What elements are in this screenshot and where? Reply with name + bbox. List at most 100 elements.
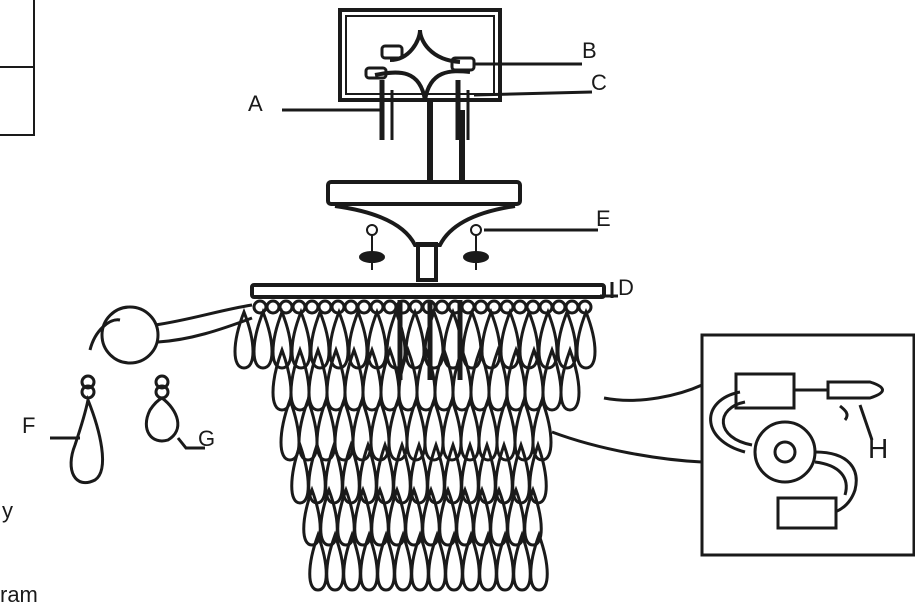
callout-H: H (868, 433, 888, 464)
crystal-drop (427, 530, 447, 592)
crystal-drop (487, 345, 509, 412)
callout-C: C (591, 70, 607, 95)
crystal-drop (451, 345, 473, 412)
crystal-drop (575, 307, 597, 370)
crystal-drop (529, 530, 549, 592)
crystal-bead (551, 299, 567, 315)
crystal-drop (319, 485, 339, 547)
crystal-drop (537, 307, 559, 370)
crystal-drop (472, 485, 492, 547)
crystal-drop (297, 395, 319, 462)
crystal-drop (342, 530, 362, 592)
crystal-drop (393, 530, 413, 592)
crystal-drop (302, 485, 322, 547)
crystal-drop (343, 345, 365, 412)
crystal-drop (441, 395, 463, 462)
crystal-drop (325, 345, 347, 412)
crystal-drop (315, 395, 337, 462)
crystal-drop (353, 485, 373, 547)
crystal-drop (387, 485, 407, 547)
crystal-drop (512, 530, 532, 592)
crystal-drop (290, 307, 312, 370)
crystal-hook-detail (50, 303, 253, 484)
cropped-text-fragment-y: y (2, 498, 13, 523)
crystal-drop (461, 530, 481, 592)
canopy-plate (326, 180, 522, 282)
crystal-drop (271, 345, 293, 412)
crystal-drop (410, 530, 430, 592)
cropped-text-fragment-ram: ram (0, 582, 38, 607)
crystal-bead (343, 299, 359, 315)
crystal-drop (433, 345, 455, 412)
crystal-drop (307, 345, 329, 412)
crystal-drop (366, 307, 388, 370)
crystal-drop (290, 440, 310, 505)
crystal-drop (541, 345, 563, 412)
crystal-drop (506, 485, 526, 547)
crystal-drop (518, 307, 540, 370)
crystal-drop (359, 530, 379, 592)
crystal-drop (469, 345, 491, 412)
crystal-drop (309, 307, 331, 370)
callout-B: B (582, 38, 597, 63)
crystal-drop (328, 307, 350, 370)
crystal-drop (444, 530, 464, 592)
bulb-socket-detail (551, 333, 915, 557)
callout-D: D (618, 275, 634, 300)
crystal-drops (233, 299, 597, 592)
crystal-bead (356, 299, 372, 315)
partial-table-frame (0, 0, 35, 136)
crystal-drop (271, 307, 293, 370)
callout-G: G (198, 426, 215, 451)
crystal-drop (415, 345, 437, 412)
crystal-drop (489, 485, 509, 547)
crystal-drop (379, 345, 401, 412)
crystal-drop (559, 345, 581, 412)
crystal-drop (495, 395, 517, 462)
crystal-drop (455, 485, 475, 547)
crystal-drop (477, 395, 499, 462)
ceiling-mount-bracket (338, 8, 502, 180)
crystal-bead (434, 299, 450, 315)
crystal-drop (556, 307, 578, 370)
crystal-drop (523, 485, 543, 547)
crystal-drop (336, 485, 356, 547)
crystal-drop (459, 395, 481, 462)
callout-F: F (22, 413, 35, 438)
crystal-drop (523, 345, 545, 412)
crystal-body (233, 283, 606, 592)
crystal-bead (473, 299, 489, 315)
crystal-drop (495, 530, 515, 592)
crystal-drop (279, 395, 301, 462)
crystal-drop (499, 307, 521, 370)
crystal-drop (233, 307, 255, 370)
crystal-drop (421, 485, 441, 547)
crystal-drop (361, 345, 383, 412)
crystal-bead (304, 299, 320, 315)
crystal-drop (333, 395, 355, 462)
crystal-drop (404, 485, 424, 547)
callout-leaders (282, 62, 618, 298)
crystal-drop (423, 395, 445, 462)
mounting-screws (359, 224, 489, 270)
crystal-bead (512, 299, 528, 315)
crystal-drop (289, 345, 311, 412)
crystal-bead (538, 299, 554, 315)
crystal-bead (265, 299, 281, 315)
crystal-drop (505, 345, 527, 412)
crystal-drop (325, 530, 345, 592)
crystal-bead (382, 299, 398, 315)
crystal-drop (347, 307, 369, 370)
crystal-bead (291, 299, 307, 315)
callout-A: A (248, 91, 263, 116)
crystal-drop (252, 307, 274, 370)
crystal-drop (423, 307, 445, 370)
crystal-drop (376, 530, 396, 592)
crystal-drop (461, 307, 483, 370)
crystal-drop (370, 485, 390, 547)
crystal-drop (478, 530, 498, 592)
crystal-drop (438, 485, 458, 547)
callout-E: E (596, 206, 611, 231)
crystal-drop (308, 530, 328, 592)
